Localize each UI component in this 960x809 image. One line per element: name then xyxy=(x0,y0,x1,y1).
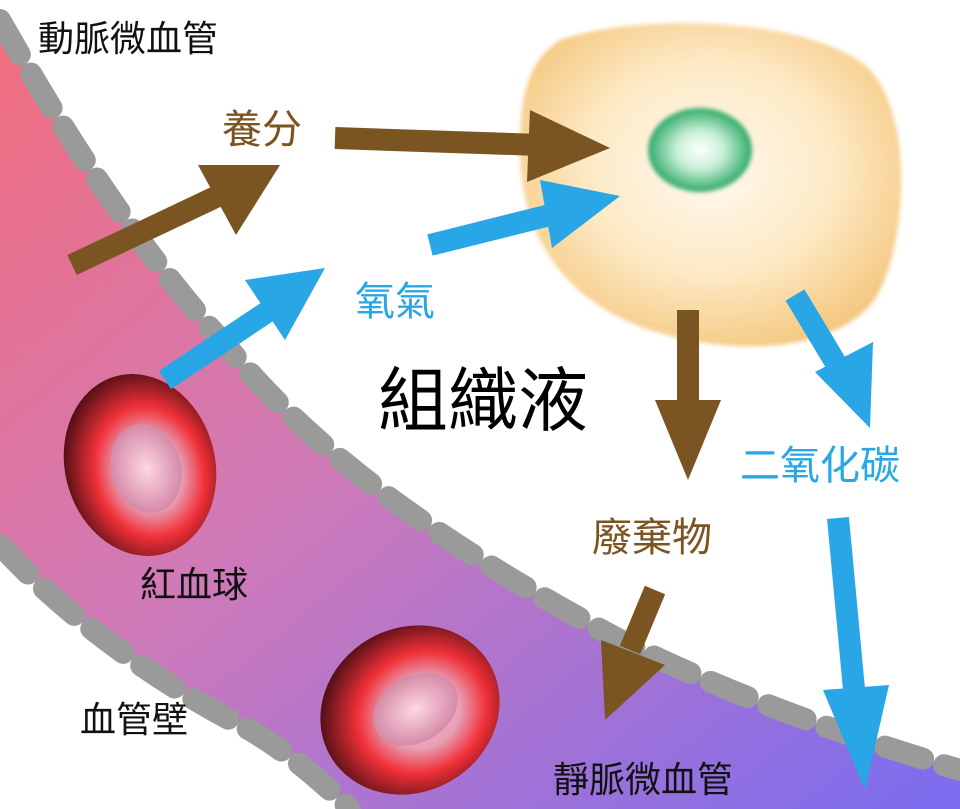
label-nutrients: 養分 xyxy=(222,110,302,150)
label-tissue-fluid: 組織液 xyxy=(378,366,588,436)
label-red-blood-cell: 紅血球 xyxy=(140,568,248,604)
label-arterial-capillary: 動脈微血管 xyxy=(38,22,218,58)
label-carbon-dioxide: 二氧化碳 xyxy=(740,446,900,486)
cell-nucleus xyxy=(648,108,752,192)
label-venous-capillary: 靜脈微血管 xyxy=(553,763,733,799)
label-vessel-wall: 血管壁 xyxy=(80,703,188,739)
label-waste: 廢棄物 xyxy=(592,518,712,558)
label-oxygen: 氧氣 xyxy=(355,282,435,322)
